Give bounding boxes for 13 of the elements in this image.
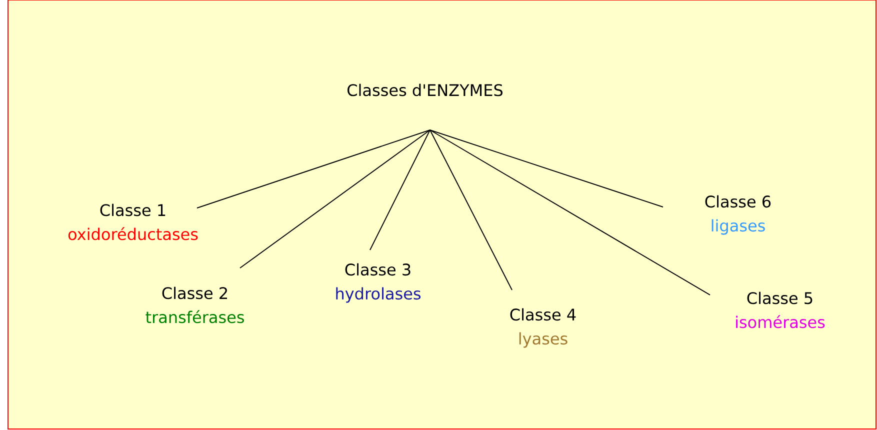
connector-line (430, 130, 664, 208)
connector-line (196, 130, 430, 208)
connector-line (370, 130, 430, 250)
class-label: Classe 3 hydrolases (336, 263, 421, 303)
class-label: Classe 1 oxidoréductases (68, 204, 198, 240)
class-label: Classe 2 transférases (146, 286, 244, 324)
class-label: Classe 6 ligases (705, 195, 771, 235)
connector-line (240, 130, 430, 268)
title-text: Classes d'ENZYMES (348, 84, 503, 96)
connector-line (430, 130, 710, 296)
connector-line (430, 130, 512, 290)
class-label: Classe 5 isomérases (736, 292, 825, 328)
class-label: Classe 4 lyases (510, 308, 576, 348)
